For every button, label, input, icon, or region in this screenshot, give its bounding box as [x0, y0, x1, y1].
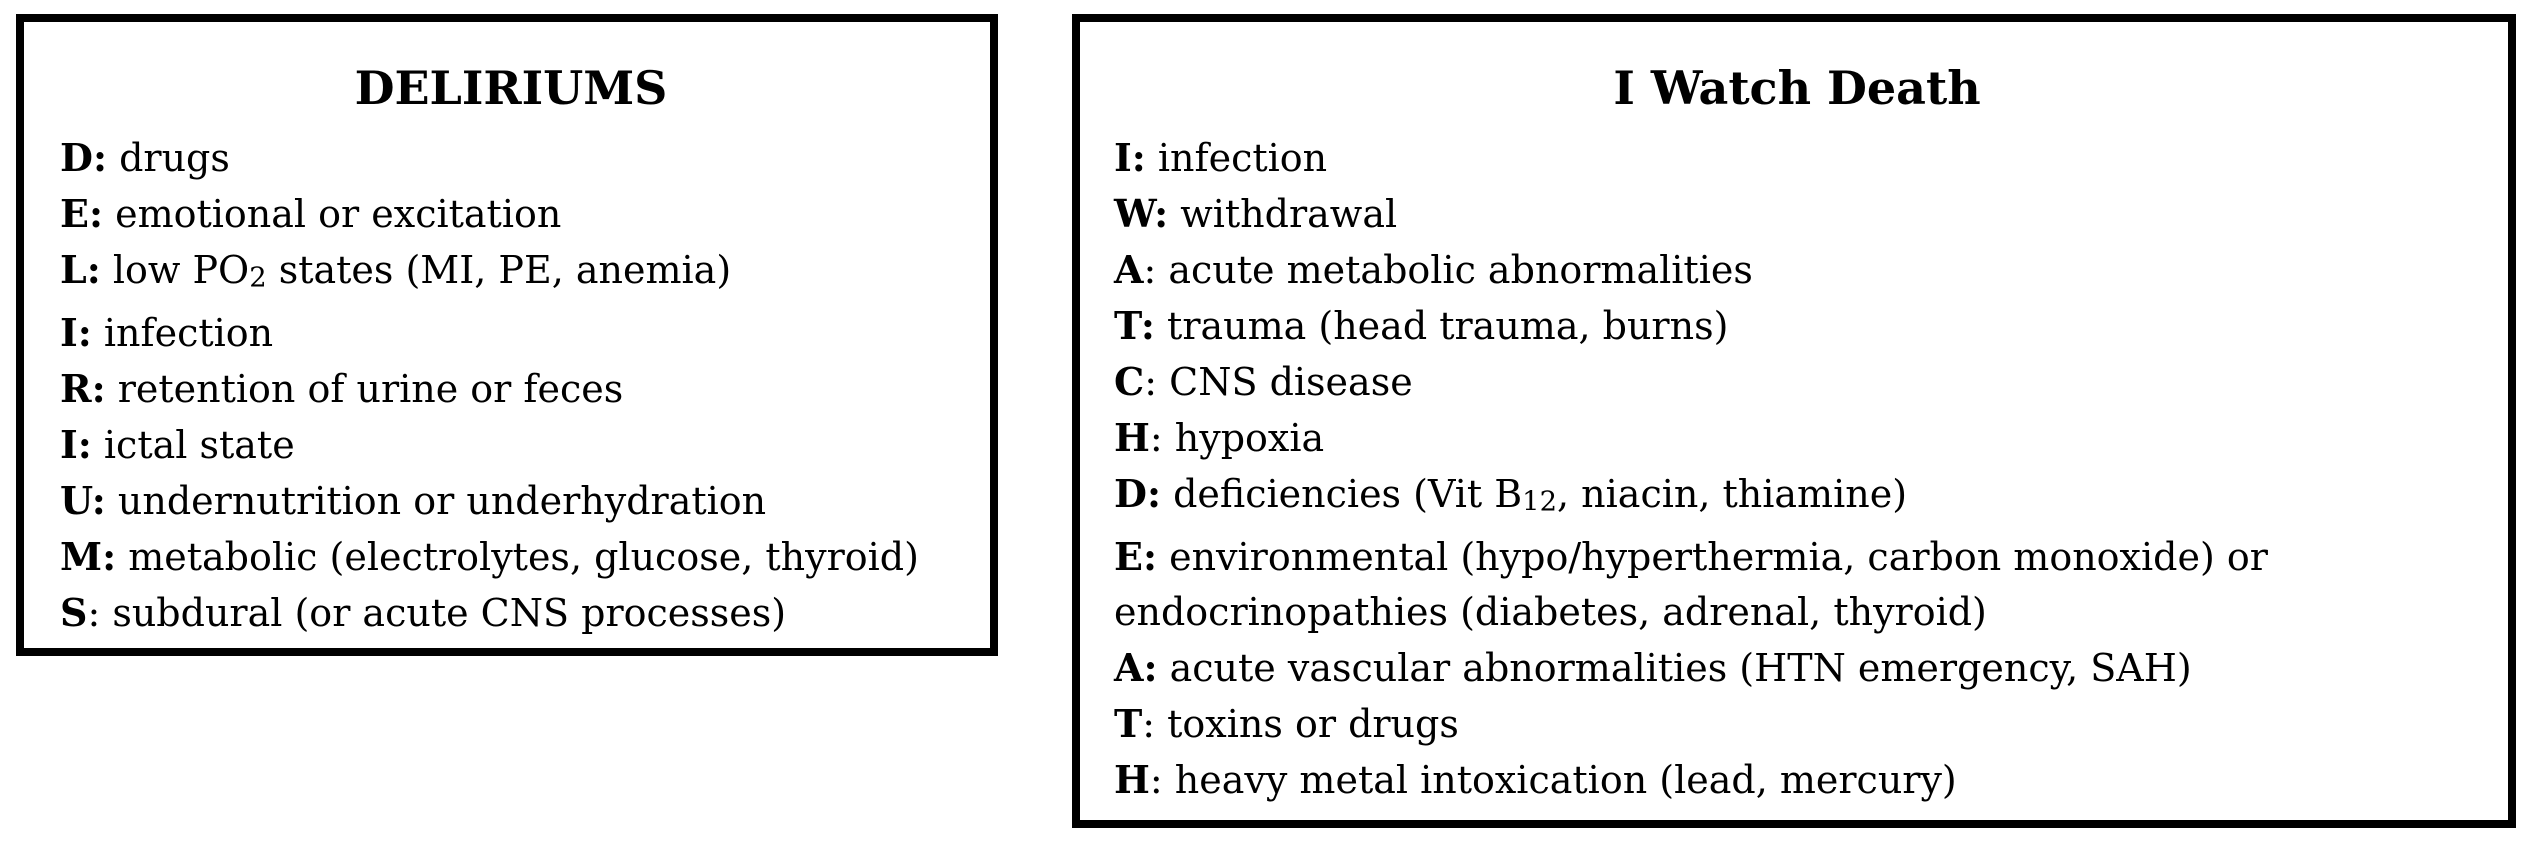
item-letter: I:	[1114, 135, 1146, 180]
item-text: ictal state	[103, 423, 295, 468]
item-text: trauma (head trauma, burns)	[1167, 304, 1729, 348]
iwd-item-d: D: deficiencies (Vit B12, niacin, thiami…	[1114, 466, 2480, 529]
item-letter: U:	[60, 478, 106, 524]
item-text: environmental (hypo/hyperthermia, carbon…	[1114, 535, 2268, 635]
item-letter: T	[1114, 701, 1143, 747]
item-letter: T:	[1114, 303, 1155, 348]
item-text: : CNS disease	[1144, 360, 1413, 404]
item-text: : subdural (or acute CNS processes)	[87, 591, 787, 636]
i-watch-death-box: I Watch Death I: infection W: withdrawal…	[1072, 14, 2516, 828]
item-letter: I:	[60, 422, 92, 468]
item-letter: W:	[1114, 191, 1169, 236]
deliriums-item-l: L: low PO2 states (MI, PE, anemia)	[60, 242, 962, 305]
item-text: states (MI, PE, anemia)	[278, 248, 732, 292]
iwd-item-a: A: acute metabolic abnormalities	[1114, 242, 2480, 298]
deliriums-item-r: R: retention of urine or feces	[60, 361, 962, 417]
item-text: emotional or excitation	[115, 192, 562, 236]
item-text: withdrawal	[1180, 192, 1398, 236]
deliriums-box: DELIRIUMS D: drugs E: emotional or excit…	[16, 14, 998, 656]
iwd-item-w: W: withdrawal	[1114, 186, 2480, 242]
iwd-item-h2: H: heavy metal intoxication (lead, mercu…	[1114, 752, 2480, 808]
item-letter: E:	[1114, 534, 1157, 580]
item-letter: H	[1114, 757, 1150, 803]
iwd-item-t: T: trauma (head trauma, burns)	[1114, 298, 2480, 354]
iwd-item-t2: T: toxins or drugs	[1114, 696, 2480, 752]
item-text: : hypoxia	[1149, 416, 1325, 460]
iwd-item-h: H: hypoxia	[1114, 410, 2480, 466]
iwd-item-a2: A: acute vascular abnormalities (HTN eme…	[1114, 640, 2480, 696]
item-letter: L:	[60, 247, 101, 292]
deliriums-item-s: S: subdural (or acute CNS processes)	[60, 585, 962, 641]
deliriums-item-i2: I: ictal state	[60, 417, 962, 473]
deliriums-item-m: M: metabolic (electrolytes, glucose, thy…	[60, 529, 962, 585]
item-letter: M:	[60, 534, 117, 580]
item-text: metabolic (electrolytes, glucose, thyroi…	[128, 535, 919, 580]
item-text: low PO	[112, 248, 250, 292]
item-letter: A	[1114, 247, 1144, 292]
item-text: retention of urine or feces	[117, 367, 624, 412]
item-text: : heavy metal intoxication (lead, mercur…	[1149, 758, 1957, 803]
item-subscript: 12	[1522, 486, 1557, 518]
item-text: undernutrition or underhydration	[117, 479, 767, 524]
iwd-item-c: C: CNS disease	[1114, 354, 2480, 410]
item-letter: D:	[1114, 471, 1161, 516]
item-letter: D:	[60, 135, 107, 180]
item-text: acute vascular abnormalities (HTN emerge…	[1169, 646, 2192, 691]
item-text: deficiencies (Vit B	[1173, 472, 1523, 516]
deliriums-title: DELIRIUMS	[354, 61, 668, 115]
i-watch-death-title: I Watch Death	[1613, 61, 1981, 115]
item-letter: R:	[60, 366, 106, 412]
item-text: : acute metabolic abnormalities	[1143, 248, 1753, 292]
deliriums-item-e: E: emotional or excitation	[60, 186, 962, 242]
item-text: drugs	[119, 136, 230, 180]
deliriums-item-i: I: infection	[60, 305, 962, 361]
item-text: infection	[103, 311, 274, 356]
item-letter: A:	[1114, 645, 1158, 691]
item-letter: H	[1114, 415, 1150, 460]
item-text: infection	[1157, 136, 1328, 180]
item-text: , niacin, thiamine)	[1557, 472, 1908, 516]
item-letter: S	[60, 590, 88, 636]
iwd-item-i: I: infection	[1114, 130, 2480, 186]
iwd-item-e: E: environmental (hypo/hyperthermia, car…	[1114, 529, 2480, 640]
item-letter: E:	[60, 191, 103, 236]
item-letter: I:	[60, 310, 92, 356]
item-text: : toxins or drugs	[1142, 702, 1459, 747]
deliriums-item-u: U: undernutrition or underhydration	[60, 473, 962, 529]
deliriums-item-d: D: drugs	[60, 130, 962, 186]
item-subscript: 2	[249, 262, 267, 294]
item-letter: C	[1114, 359, 1145, 404]
